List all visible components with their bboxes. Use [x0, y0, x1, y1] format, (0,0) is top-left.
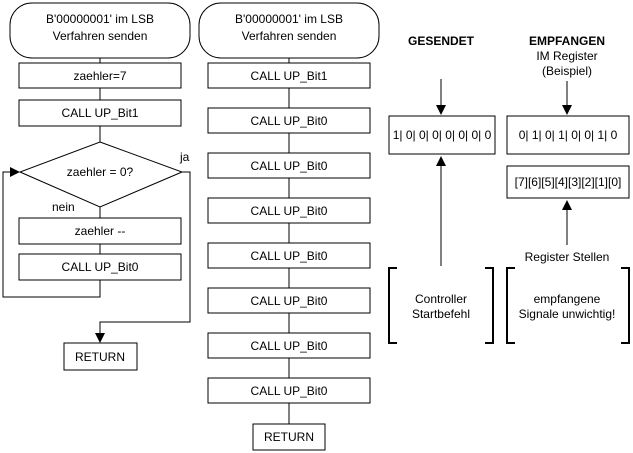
left-flowchart: B'00000001' im LSB Verfahren senden zaeh… — [2, 2, 191, 371]
middle-return-label: RETURN — [264, 430, 314, 444]
middle-start-line2: Verfahren senden — [242, 29, 337, 43]
received-subtitle1: IM Register — [536, 49, 597, 63]
sent-title: GESENDET — [408, 34, 475, 48]
left-return-label: RETURN — [75, 350, 125, 364]
middle-start-line1: B'00000001' im LSB — [235, 12, 343, 26]
left-step-decrement-label: zaehler -- — [75, 224, 126, 238]
middle-step-label: CALL UP_Bit0 — [251, 294, 328, 308]
middle-step-box — [207, 197, 371, 224]
middle-step-label: CALL UP_Bit0 — [251, 204, 328, 218]
sent-note-bracket-right — [485, 267, 494, 344]
middle-step-box — [207, 242, 371, 269]
received-positions: [7][6][5][4][3][2][1][0] — [515, 175, 622, 189]
left-start-line2: Verfahren senden — [53, 29, 148, 43]
received-note-bracket-right — [621, 267, 630, 344]
left-decision-label: zaehler = 0? — [67, 165, 134, 179]
received-note-line2: Signale unwichtig! — [519, 307, 616, 321]
middle-step-box — [207, 332, 371, 359]
left-loop-back-arrow — [2, 167, 101, 298]
left-step-call-bit0-label: CALL UP_Bit0 — [62, 260, 139, 274]
left-step-counter-init-label: zaehler=7 — [73, 69, 126, 83]
received-bits-box — [506, 115, 630, 155]
left-start-line1: B'00000001' im LSB — [46, 12, 154, 26]
left-step-call-bit1-label: CALL UP_Bit1 — [62, 106, 139, 120]
received-note-bracket-left — [506, 267, 515, 344]
received-positions-box — [506, 165, 630, 199]
sent-note-bracket-left — [388, 267, 397, 344]
sent-note-line1: Controller — [415, 292, 467, 306]
received-register-label: Register Stellen — [525, 250, 610, 264]
sent-bits-box — [388, 115, 496, 155]
sent-note-line2: Startbefehl — [412, 307, 470, 321]
left-step-counter-init — [18, 62, 182, 89]
received-subtitle2: (Beispiel) — [542, 64, 592, 78]
middle-step-box — [207, 152, 371, 179]
middle-step-box — [207, 287, 371, 314]
sent-column: GESENDET 1| 0| 0| 0| 0| 0| 0| 0 Controll… — [388, 34, 496, 344]
middle-step-label: CALL UP_Bit1 — [251, 69, 328, 83]
left-yes-branch-arrow — [95, 171, 191, 343]
received-bits: 0| 1| 0| 1| 0| 0| 1| 0 — [519, 128, 618, 142]
middle-step-box — [207, 62, 371, 89]
received-note-line1: empfangene — [534, 292, 601, 306]
middle-step-box — [207, 107, 371, 134]
left-decision-no-label: nein — [52, 200, 75, 214]
middle-return-box — [252, 423, 326, 451]
middle-step-box — [207, 377, 371, 404]
middle-step-label: CALL UP_Bit0 — [251, 339, 328, 353]
left-step-call-bit0 — [18, 253, 182, 281]
left-return-box — [63, 342, 138, 371]
middle-step-label: CALL UP_Bit0 — [251, 384, 328, 398]
left-decision-yes-label: ja — [179, 150, 190, 164]
middle-flowchart: B'00000001' im LSB Verfahren senden CALL… — [198, 2, 380, 451]
received-column: EMPFANGEN IM Register (Beispiel) 0| 1| 0… — [506, 34, 630, 344]
middle-step-label: CALL UP_Bit0 — [251, 159, 328, 173]
middle-step-label: CALL UP_Bit0 — [251, 249, 328, 263]
received-title: EMPFANGEN — [529, 34, 605, 48]
middle-step-label: CALL UP_Bit0 — [251, 114, 328, 128]
sent-bits: 1| 0| 0| 0| 0| 0| 0| 0 — [393, 128, 492, 142]
